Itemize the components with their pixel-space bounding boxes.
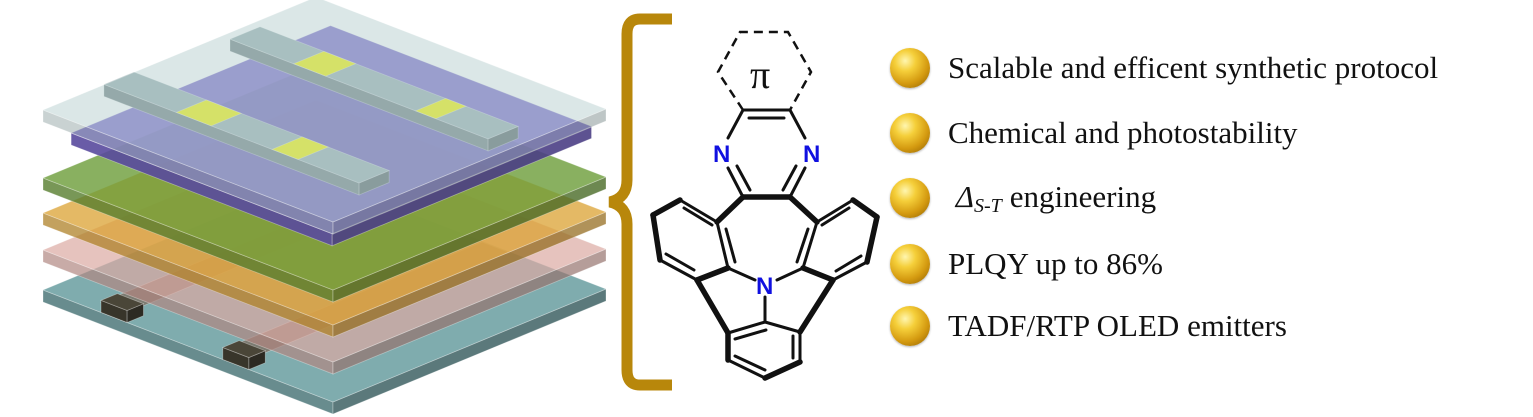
gold-bullet-icon bbox=[890, 244, 930, 284]
molecule-bonds bbox=[650, 108, 880, 381]
feature-text: PLQY up to 86% bbox=[948, 246, 1163, 281]
feature-text: ΔS-T engineering bbox=[948, 179, 1156, 218]
glass-cover-layer-side-front bbox=[332, 108, 607, 235]
delta-subscript: S-T bbox=[973, 194, 1002, 217]
glass-cover-layer-top bbox=[41, 0, 608, 223]
feature-text: Chemical and photostability bbox=[948, 115, 1298, 150]
oled-device-stack bbox=[41, 0, 608, 415]
feature-text: TADF/RTP OLED emitters bbox=[948, 308, 1287, 343]
gold-bullet-icon bbox=[890, 113, 930, 153]
bottom-electrode-1-end bbox=[99, 293, 145, 311]
bottom-electrode-1-end-end bbox=[126, 303, 144, 324]
pi-ring-dashed bbox=[716, 30, 813, 111]
bottom-electrode-2-end-end bbox=[248, 350, 266, 371]
delta-symbol: Δ bbox=[955, 178, 974, 214]
gold-bullet-icon bbox=[890, 178, 930, 218]
feature-text-main: engineering bbox=[1009, 178, 1157, 214]
nitrogen-center: N bbox=[756, 273, 773, 300]
orange-layer-side-front bbox=[332, 211, 607, 338]
nitrogen-left: N bbox=[713, 141, 730, 168]
feature-item: Scalable and efficent synthetic protocol bbox=[890, 46, 1438, 90]
feature-item: TADF/RTP OLED emitters bbox=[890, 304, 1287, 348]
bracket bbox=[608, 13, 672, 391]
gold-bullet-icon bbox=[890, 48, 930, 88]
feature-item: ΔS-T engineering bbox=[890, 176, 1156, 220]
feature-text: Scalable and efficent synthetic protocol bbox=[948, 50, 1439, 85]
pi-label: π bbox=[750, 52, 770, 97]
nitrogen-right: N bbox=[803, 141, 820, 168]
feature-item: PLQY up to 86% bbox=[890, 242, 1163, 286]
feature-item: Chemical and photostability bbox=[890, 111, 1298, 155]
green-layer-side-front bbox=[332, 176, 607, 303]
gold-bullet-icon bbox=[890, 306, 930, 346]
bottom-electrode-2-end bbox=[221, 340, 267, 358]
